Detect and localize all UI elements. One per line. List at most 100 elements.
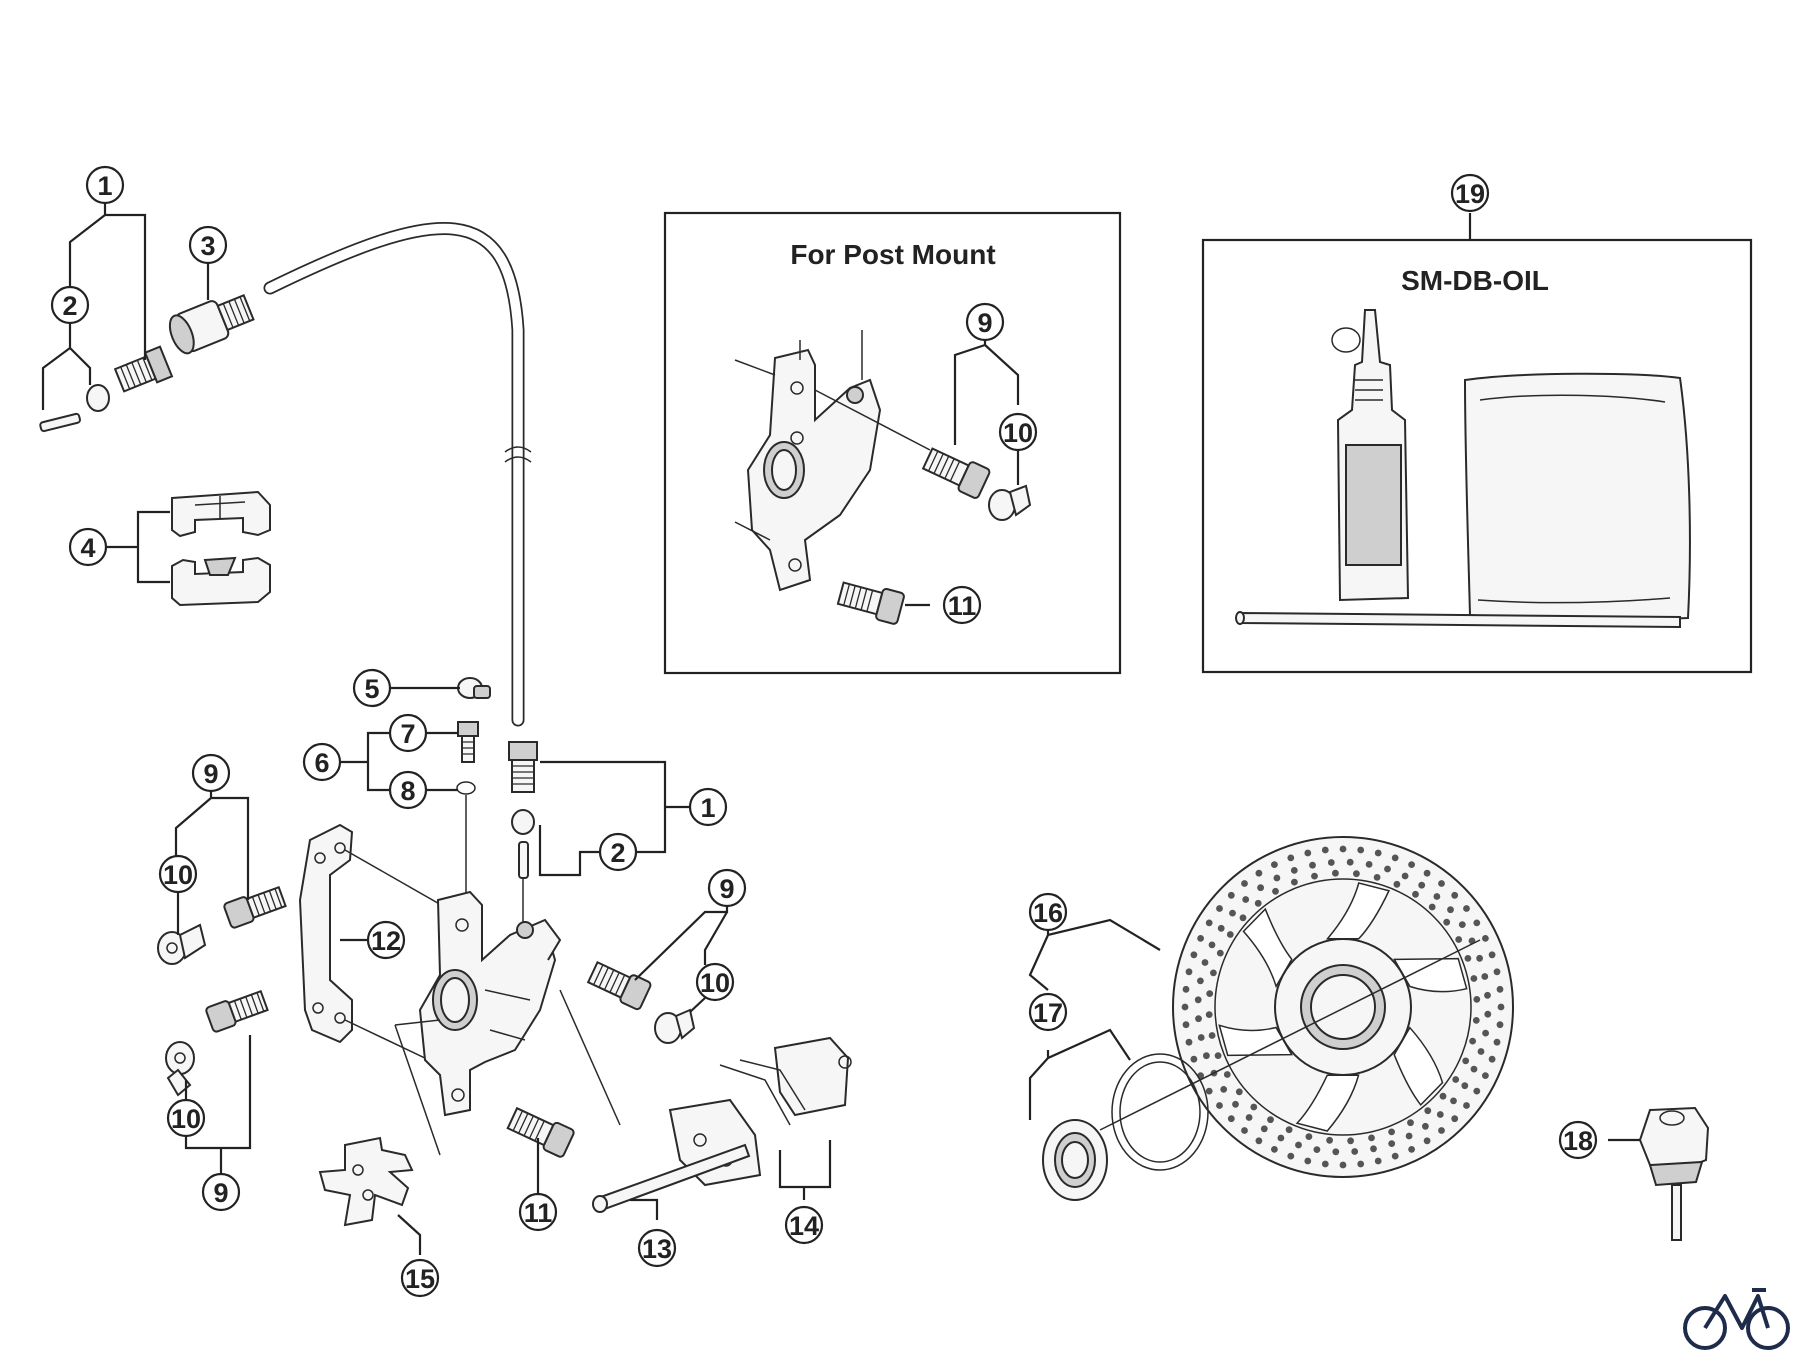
rotor-hole — [1401, 872, 1409, 880]
rotor-spoke-cutout — [1218, 1024, 1293, 1057]
rotor-hole — [1462, 1057, 1470, 1065]
rotor-hole — [1339, 1161, 1347, 1169]
rotor-hole — [1496, 1021, 1504, 1029]
rotor-hole — [1476, 954, 1483, 962]
rotor-hole — [1195, 1015, 1202, 1023]
lower-mount-bolt — [205, 989, 269, 1033]
rotor-hole — [1254, 899, 1262, 907]
callout-17: 17 — [1028, 992, 1068, 1032]
rotor-hole — [1463, 1102, 1470, 1109]
svg-text:2: 2 — [610, 838, 625, 868]
svg-text:10: 10 — [700, 968, 730, 998]
rotor-hole — [1451, 1115, 1459, 1123]
rotor-hole — [1357, 846, 1365, 854]
hose-break-mark — [504, 446, 532, 463]
bleed-parts — [456, 677, 491, 1030]
rotor-hole — [1496, 985, 1504, 993]
rotor-hole — [1229, 909, 1236, 917]
rotor-hole — [1451, 891, 1459, 899]
rotor-hole — [1477, 1048, 1485, 1055]
svg-text:6: 6 — [314, 748, 329, 778]
rotor-hole — [1481, 973, 1489, 980]
callout-7: 7 — [388, 713, 428, 753]
rotor-hole — [1197, 977, 1204, 985]
callout-1-lower: 1 — [688, 787, 728, 827]
svg-text:5: 5 — [364, 674, 379, 704]
rotor-hole — [1260, 1125, 1268, 1133]
rotor-spoke-cutout — [1393, 1026, 1444, 1107]
rotor-hole — [1291, 878, 1298, 886]
rotor-hole — [1287, 854, 1295, 862]
callout-10-left-lower: 10 — [166, 1098, 206, 1138]
svg-text:1: 1 — [700, 793, 715, 823]
rotor-hole — [1493, 1038, 1501, 1046]
callout-9-right: 9 — [707, 868, 747, 908]
svg-text:9: 9 — [213, 1178, 228, 1208]
post-mount-title: For Post Mount — [790, 239, 995, 270]
brake-hose — [263, 222, 532, 727]
callout-2-top: 2 — [50, 285, 90, 325]
rotor-hole — [1182, 985, 1190, 993]
rotor-hole — [1226, 931, 1234, 938]
rotor-hole — [1277, 1134, 1285, 1142]
bleed-tube — [1235, 611, 1681, 629]
rotor-hole — [1190, 1055, 1198, 1063]
rotor-hole — [1408, 1146, 1415, 1153]
rotor-hole — [1424, 1107, 1432, 1115]
upper-bolt-retainer — [157, 923, 207, 965]
leader-lines — [41, 200, 1640, 1255]
rotor-hole — [1412, 890, 1419, 898]
rotor-hole — [1273, 874, 1281, 882]
rotor-hole — [1295, 1141, 1302, 1149]
svg-text:16: 16 — [1033, 898, 1063, 928]
rotor-hole — [1194, 996, 1202, 1004]
svg-text:10: 10 — [163, 860, 193, 890]
rotor-hole — [1433, 893, 1441, 900]
rotor-hole — [1458, 921, 1466, 928]
rotor-hole — [1438, 880, 1445, 887]
svg-text:9: 9 — [719, 874, 734, 904]
rotor-hole — [1304, 849, 1312, 857]
rotor-hole — [1327, 859, 1335, 866]
rotor-hole — [1422, 1122, 1429, 1130]
callout-19: 19 — [1450, 173, 1490, 213]
rotor-washer — [1111, 1053, 1209, 1171]
oil-box — [1201, 238, 1753, 674]
post-mount-caliper — [734, 330, 931, 592]
rotor-hole — [1332, 1148, 1340, 1156]
rotor-hole — [1482, 935, 1489, 942]
rotor-hole — [1227, 891, 1235, 899]
rotor-hole — [1370, 1145, 1377, 1153]
svg-text:1: 1 — [97, 171, 112, 201]
callout-11-bottom: 11 — [518, 1192, 558, 1232]
rotor-hole — [1210, 969, 1217, 977]
svg-text:17: 17 — [1033, 998, 1063, 1028]
caliper-hose-fittings — [508, 741, 538, 930]
left-mount-bolts — [157, 885, 287, 1097]
brake-caliper — [394, 890, 621, 1156]
connecting-bolt — [113, 345, 174, 393]
rotor-hole — [1257, 884, 1264, 892]
rotor-spoke-cutout — [1242, 907, 1293, 989]
rotor-hole — [1391, 1152, 1399, 1160]
rotor-hole — [1439, 1092, 1447, 1100]
rotor-hole — [1473, 919, 1481, 927]
rotor-hole — [1190, 951, 1198, 959]
callout-12: 12 — [366, 920, 406, 960]
svg-text:8: 8 — [400, 776, 415, 806]
rotor-hole — [1472, 1017, 1480, 1024]
callout-10-left-upper: 10 — [158, 854, 198, 894]
bleed-nipple — [457, 721, 479, 763]
rotor-hole — [1223, 1071, 1231, 1078]
rotor-hole — [1304, 1157, 1312, 1165]
svg-text:19: 19 — [1455, 179, 1485, 209]
callout-14: 14 — [784, 1205, 824, 1245]
svg-text:14: 14 — [789, 1211, 819, 1241]
rotor-hole — [1484, 991, 1491, 999]
rotor-hole — [1351, 1148, 1359, 1155]
post-mount-box — [663, 211, 1122, 675]
callout-9-left-upper: 9 — [191, 753, 231, 793]
rotor-spokes — [1218, 882, 1468, 1132]
rotor-hole — [1203, 1052, 1210, 1060]
right-bolt-retainer — [654, 1008, 696, 1044]
